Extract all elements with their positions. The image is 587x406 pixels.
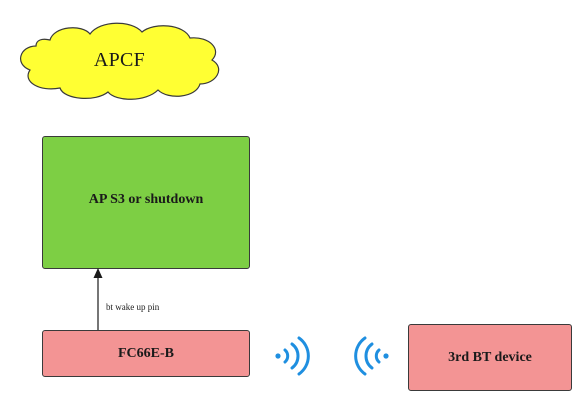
- bt-wake-up-pin-label: bt wake up pin: [106, 302, 160, 312]
- fc66e-b-box: FC66E-B: [42, 330, 250, 377]
- cloud-shape-icon: [20, 22, 220, 100]
- apcf-cloud: APCF: [12, 18, 227, 102]
- third-bt-device-box: 3rd BT device: [408, 324, 572, 391]
- apcf-label: APCF: [93, 48, 146, 71]
- fc-box-label: FC66E-B: [118, 345, 174, 361]
- wake-up-arrow-icon: [93, 268, 103, 330]
- wireless-signal-right-icon: [275, 336, 310, 376]
- ap-s3-shutdown-box: AP S3 or shutdown: [42, 136, 250, 269]
- ap-box-label: AP S3 or shutdown: [88, 191, 204, 207]
- wireless-signal-left-icon: [354, 336, 389, 376]
- bt-device-label: 3rd BT device: [448, 349, 532, 365]
- wireless-signal-icons: [275, 336, 389, 376]
